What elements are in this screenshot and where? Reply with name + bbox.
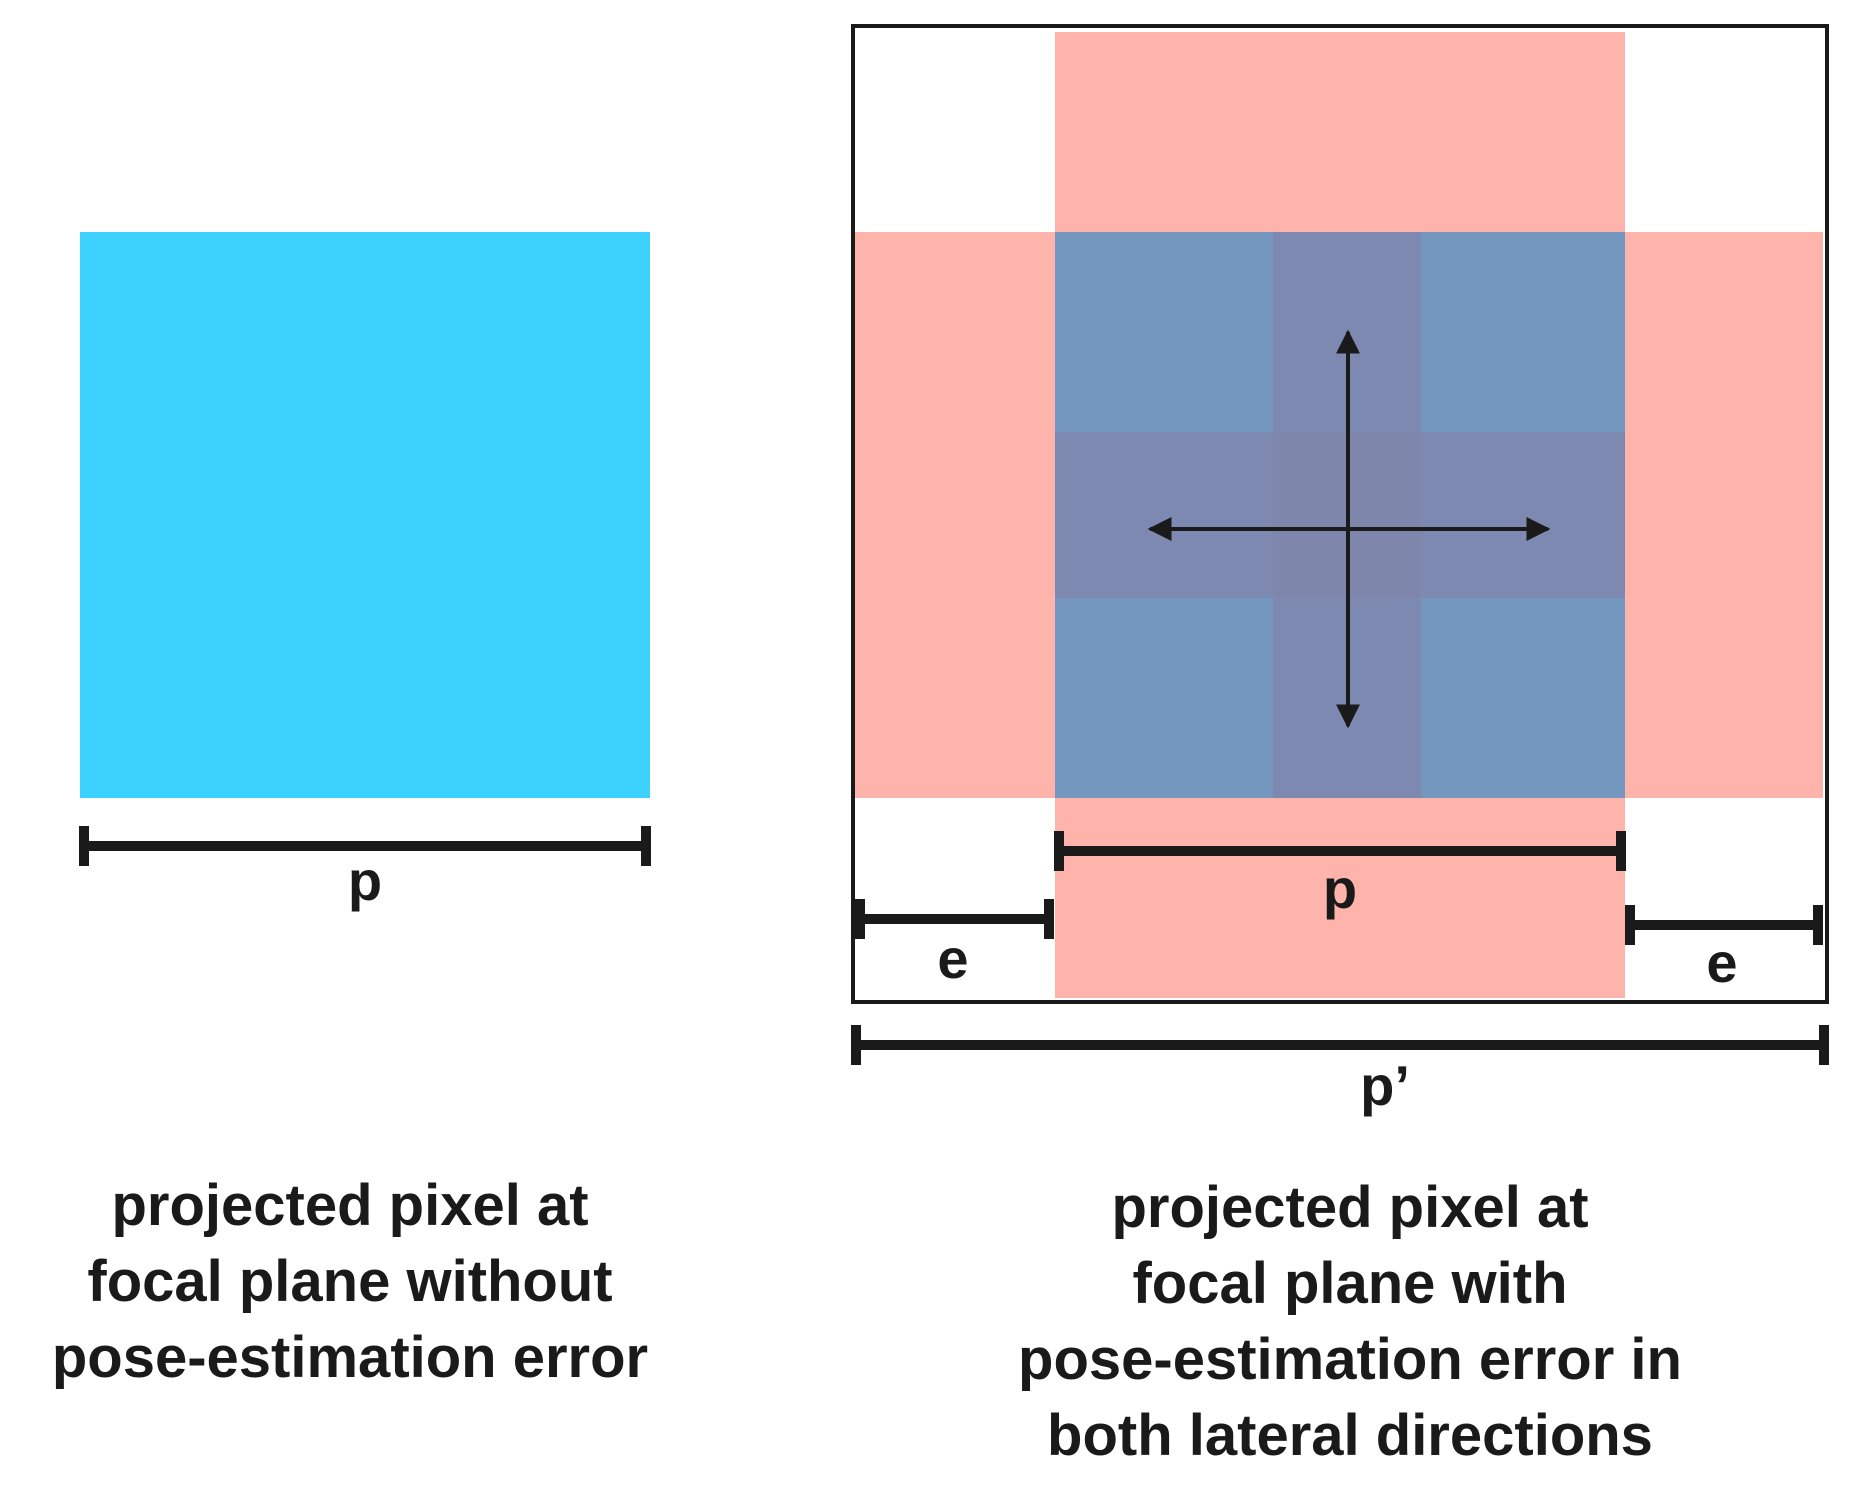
left-caption: projected pixel at focal plane without p… [0, 1168, 700, 1396]
pixel-width-label: p [348, 849, 382, 912]
total-width-dimension [851, 1025, 1829, 1065]
error-width-dimension-left [855, 899, 1054, 939]
total-width-label: p’ [1360, 1054, 1410, 1117]
left-caption-line: focal plane without [87, 1249, 613, 1314]
right-caption-line: both lateral directions [1047, 1403, 1653, 1468]
error-width-dimension-right [1625, 905, 1823, 945]
pixel-width-dimension [79, 826, 651, 866]
right-caption-line: focal plane with [1132, 1251, 1568, 1316]
right-panel: p e e p’ [851, 24, 1829, 1117]
pixel-width-dimension-right [1054, 831, 1626, 871]
lateral-displacement-arrows [1147, 329, 1551, 729]
pixel-width-label-right: p [1323, 857, 1357, 920]
right-caption: projected pixel at focal plane with pose… [960, 1170, 1740, 1474]
error-width-label-left: e [937, 927, 968, 990]
left-caption-line: pose-estimation error [51, 1325, 649, 1390]
right-caption-line: projected pixel at [1111, 1175, 1589, 1240]
left-caption-line: projected pixel at [111, 1173, 589, 1238]
projected-pixel-square [80, 232, 650, 798]
right-caption-line: pose-estimation error in [1018, 1327, 1682, 1392]
error-width-label-right: e [1706, 931, 1737, 994]
left-panel: p [79, 232, 651, 912]
